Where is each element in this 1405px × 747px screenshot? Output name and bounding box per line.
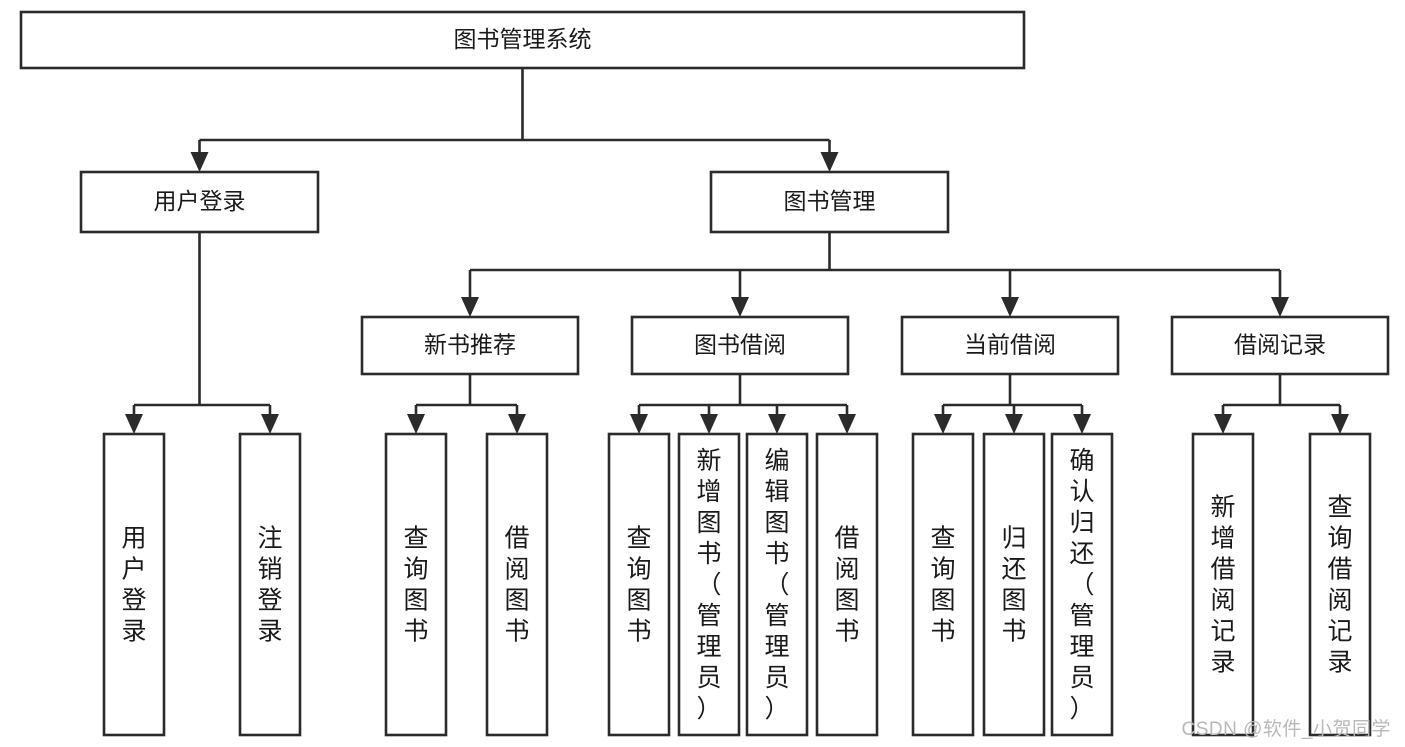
leaf-node-label: 查询图书 xyxy=(930,525,955,646)
leaf-node[interactable]: 借阅图书 xyxy=(815,432,879,737)
leaf-node-rect xyxy=(238,432,302,737)
level3-node[interactable]: 新书推荐 xyxy=(360,315,580,376)
level3-node-label: 借阅记录 xyxy=(1234,332,1326,358)
level2-node-rect xyxy=(709,170,950,234)
arrow-head-icon xyxy=(1001,297,1019,317)
arrow-head-icon xyxy=(407,414,425,434)
leaf-node-label: 用户登录 xyxy=(121,525,146,646)
leaf-node-rect xyxy=(607,432,671,737)
leaf-node[interactable]: 注销登录 xyxy=(238,432,302,737)
level3-node-rect xyxy=(360,315,580,376)
level3-node-rect xyxy=(900,315,1120,376)
arrow-head-icon xyxy=(934,414,952,434)
leaf-node-label: 借阅图书 xyxy=(834,525,859,646)
level3-node-rect xyxy=(1170,315,1390,376)
connectors-layer xyxy=(125,68,1349,434)
arrow-head-icon xyxy=(630,414,648,434)
arrow-head-icon xyxy=(838,414,856,434)
arrow-head-icon xyxy=(1331,414,1349,434)
leaf-node-label: 查询借阅记录 xyxy=(1327,494,1352,677)
leaf-node-rect xyxy=(1050,432,1114,737)
arrow-head-icon xyxy=(125,414,143,434)
watermark-text: CSDN @软件_小贺同学 xyxy=(1181,719,1391,740)
leaf-node[interactable]: 借阅图书 xyxy=(485,432,549,737)
leaf-node-rect xyxy=(745,432,809,737)
leaf-node-label: 编辑图书（管理员） xyxy=(764,447,789,723)
level2-node[interactable]: 用户登录 xyxy=(79,170,320,234)
root-node[interactable]: 图书管理系统 xyxy=(19,10,1026,70)
leaf-node-rect xyxy=(815,432,879,737)
leaf-node-label: 查询图书 xyxy=(626,525,651,646)
leaf-node[interactable]: 归还图书 xyxy=(982,432,1046,737)
leaf-node-rect xyxy=(1191,432,1255,737)
leaf-node[interactable]: 编辑图书（管理员） xyxy=(745,432,809,737)
arrow-head-icon xyxy=(261,414,279,434)
level2-node-rect xyxy=(79,170,320,234)
leaf-node-rect xyxy=(102,432,166,737)
leaf-node[interactable]: 查询图书 xyxy=(384,432,448,737)
nodes-layer: 图书管理系统用户登录图书管理新书推荐图书借阅当前借阅借阅记录用户登录注销登录查询… xyxy=(19,10,1390,737)
leaf-node-label: 确认归还（管理员） xyxy=(1069,447,1094,723)
leaf-node[interactable]: 查询借阅记录 xyxy=(1308,432,1372,737)
leaf-node-rect xyxy=(384,432,448,737)
level3-node[interactable]: 图书借阅 xyxy=(630,315,850,376)
leaf-node[interactable]: 新增借阅记录 xyxy=(1191,432,1255,737)
leaf-node-rect xyxy=(1308,432,1372,737)
arrow-head-icon xyxy=(1214,414,1232,434)
leaf-node-label: 新增图书（管理员） xyxy=(696,447,721,723)
leaf-node-label: 归还图书 xyxy=(1001,525,1026,646)
leaf-node-label: 查询图书 xyxy=(403,525,428,646)
leaf-node-label: 新增借阅记录 xyxy=(1210,494,1235,677)
leaf-node-label: 注销登录 xyxy=(257,525,282,646)
arrow-head-icon xyxy=(820,152,839,172)
leaf-node-rect xyxy=(677,432,741,737)
leaf-node[interactable]: 确认归还（管理员） xyxy=(1050,432,1114,737)
level3-node-label: 新书推荐 xyxy=(424,332,516,358)
level3-node-label: 当前借阅 xyxy=(964,332,1056,358)
level2-node[interactable]: 图书管理 xyxy=(709,170,950,234)
arrow-head-icon xyxy=(1073,414,1091,434)
level2-node-label: 用户登录 xyxy=(154,188,246,214)
arrow-head-icon xyxy=(1005,414,1023,434)
leaf-node-rect xyxy=(982,432,1046,737)
leaf-node[interactable]: 新增图书（管理员） xyxy=(677,432,741,737)
leaf-node-rect xyxy=(485,432,549,737)
leaf-node-rect xyxy=(911,432,975,737)
leaf-node[interactable]: 查询图书 xyxy=(911,432,975,737)
root-node-label: 图书管理系统 xyxy=(454,26,592,52)
arrow-head-icon xyxy=(190,152,209,172)
level2-node-label: 图书管理 xyxy=(784,188,876,214)
root-node-rect xyxy=(19,10,1026,70)
level3-node-label: 图书借阅 xyxy=(694,332,786,358)
arrow-head-icon xyxy=(1271,297,1289,317)
leaf-node[interactable]: 用户登录 xyxy=(102,432,166,737)
leaf-node-label: 借阅图书 xyxy=(504,525,529,646)
level3-node-rect xyxy=(630,315,850,376)
arrow-head-icon xyxy=(700,414,718,434)
level3-node[interactable]: 借阅记录 xyxy=(1170,315,1390,376)
arrow-head-icon xyxy=(508,414,526,434)
arrow-head-icon xyxy=(731,297,749,317)
arrow-head-icon xyxy=(768,414,786,434)
level3-node[interactable]: 当前借阅 xyxy=(900,315,1120,376)
arrow-head-icon xyxy=(461,297,479,317)
leaf-node[interactable]: 查询图书 xyxy=(607,432,671,737)
